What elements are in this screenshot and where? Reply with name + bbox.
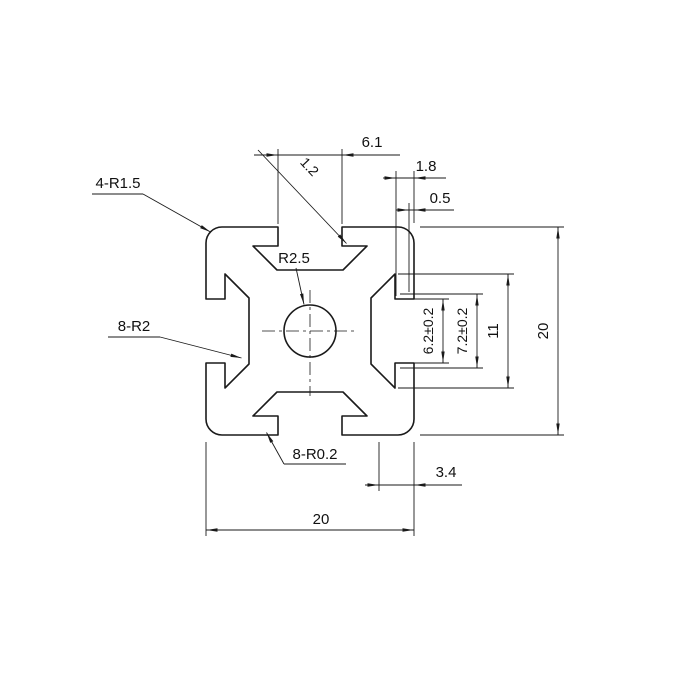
leader-wall-thickness: 1.2 (257, 149, 347, 244)
leader-line (257, 149, 347, 244)
dim-label-11: 11 (485, 323, 502, 339)
leader-line (295, 267, 305, 305)
dimension-slot-cavity-width: 11 (398, 273, 514, 389)
leader-line (159, 336, 242, 359)
dim-label-1-8: 1.8 (416, 158, 437, 175)
dim-label-0-5: 0.5 (430, 190, 451, 207)
dim-label-3-4: 3.4 (436, 464, 457, 481)
dim-label-6-1: 6.1 (362, 134, 383, 151)
leader-core-fillet: 8-R2 (108, 318, 242, 359)
leader-lip-tip-radius: 8-R0.2 (266, 432, 346, 465)
leader-line (142, 193, 211, 233)
dim-label-r2-5: R2.5 (278, 250, 310, 267)
profile-cross-section (205, 226, 415, 436)
leader-corner-radius: 4-R1.5 (92, 175, 211, 233)
dim-label-7-2: 7.2±0.2 (454, 307, 470, 354)
dim-label-20-right: 20 (535, 323, 552, 340)
dim-label-20-bottom: 20 (313, 511, 330, 528)
profile-outline (205, 226, 415, 436)
dimension-overall-width: 20 (205, 442, 415, 536)
dimension-slot-inner-width: 6.2±0.2 (399, 298, 449, 364)
dimension-slot-depth: 3.4 (365, 442, 462, 491)
leader-center-bore: R2.5 (278, 250, 310, 305)
dimension-overall-height: 20 (420, 226, 564, 436)
dim-label-1-2: 1.2 (297, 154, 322, 179)
dimension-slot-chamfer-width: 7.2±0.2 (400, 293, 483, 369)
leader-line (266, 432, 285, 465)
dim-label-4-r1-5: 4-R1.5 (95, 175, 140, 192)
dimension-slot-opening: 6.1 (254, 134, 400, 224)
dim-label-8-r0-2: 8-R0.2 (292, 446, 337, 463)
dim-label-8-r2: 8-R2 (118, 318, 151, 335)
dimension-lip-depth: 1.8 (383, 158, 446, 296)
dimension-lip-chamfer: 0.5 (396, 190, 454, 292)
dim-label-6-2: 6.2±0.2 (420, 307, 436, 354)
